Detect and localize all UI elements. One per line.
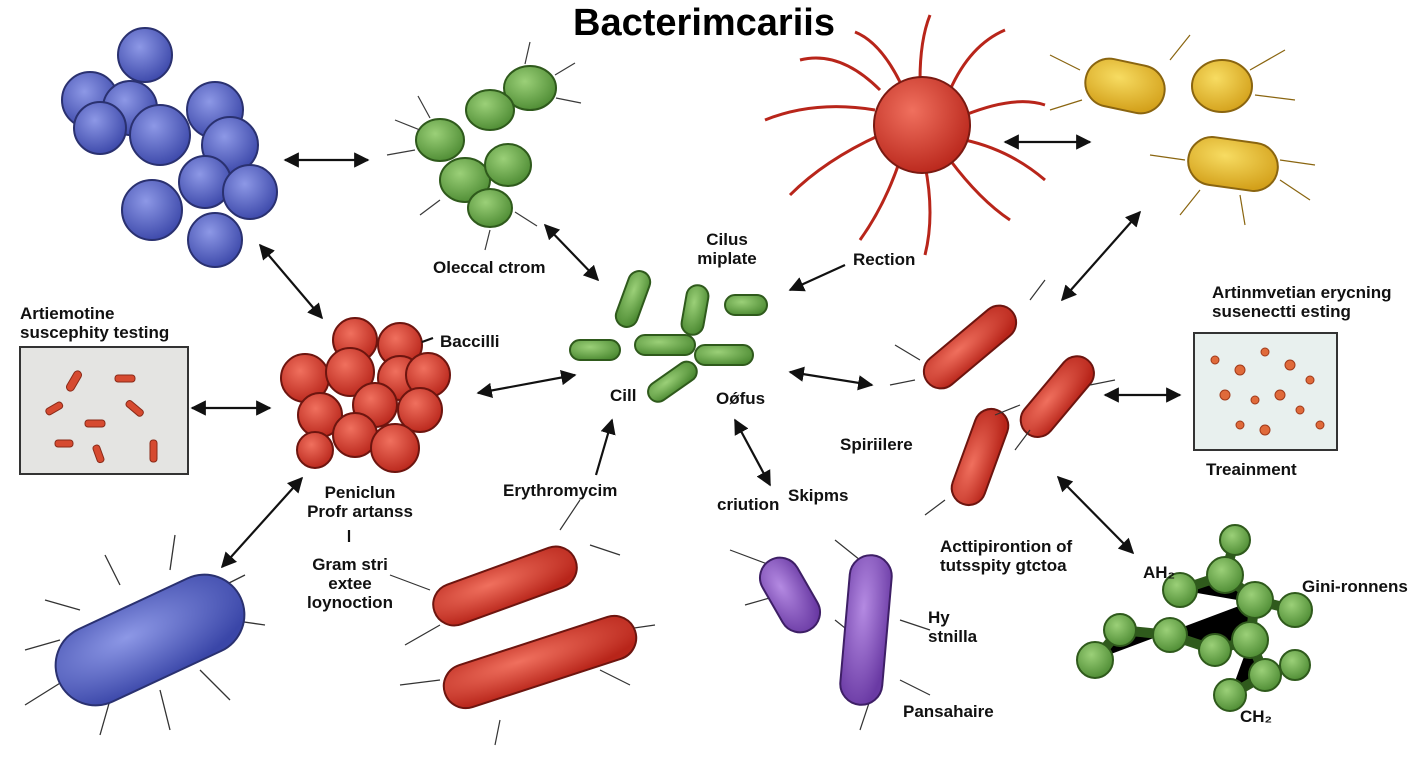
- label-artin-right: Artinmvetian erycning susenectti esting: [1212, 283, 1392, 321]
- label-bacilli: Baccilli: [440, 332, 500, 351]
- green-diplococci-icon: [415, 65, 557, 228]
- blue-cocci-cluster-icon: [61, 27, 278, 268]
- yellow-rods-icon: [1084, 57, 1279, 192]
- arrows: [190, 134, 1182, 569]
- culture-plate-right-icon: [1193, 332, 1338, 451]
- green-molecule-icon: [1076, 524, 1313, 712]
- red-rods-bottom-icon: [389, 499, 656, 746]
- label-peniclun: Peniclun Profr artanss: [307, 483, 413, 521]
- label-treatment: Treainment: [1206, 460, 1297, 479]
- red-spiky-coccus-icon: [764, 14, 1046, 256]
- label-rection: Rection: [853, 250, 916, 269]
- label-artim-left: Artiemotine suscephity testing: [20, 304, 170, 342]
- label-gram: Gram stri extee loynoction: [307, 555, 393, 612]
- label-oleccal: Oleccal ctrom: [433, 258, 546, 277]
- label-skipms: Skipms: [788, 486, 849, 505]
- page-title: Bacterimcariis: [573, 2, 835, 44]
- red-rods-pili-icon: [889, 279, 1116, 516]
- label-ch2: CH₂: [1240, 707, 1273, 726]
- culture-plate-left-icon: [19, 346, 189, 475]
- blue-rod-icon: [24, 534, 266, 736]
- label-ofus: Oǿfus: [716, 389, 766, 408]
- label-erythro: Erythromycim: [503, 481, 618, 500]
- label-cill: Cill: [610, 386, 637, 405]
- label-hy: Hy stnilla: [928, 608, 978, 646]
- purple-spirilla-icon: [729, 539, 931, 731]
- label-gini: Gini-ronnens: [1302, 577, 1408, 596]
- yellow-pili-icon: [1049, 34, 1316, 226]
- green-rods-cluster-icon: [569, 270, 768, 403]
- label-spirilee: Spiriilere: [840, 435, 913, 454]
- label-pansahaire: Pansahaire: [903, 702, 994, 721]
- label-actipiro: Acttipirontion of tutsspity gtctoa: [940, 537, 1073, 575]
- label-cilus: Cilus miplate: [697, 230, 757, 268]
- label-criution: criution: [717, 495, 780, 514]
- green-pili-icon: [386, 41, 582, 251]
- label-ah2: AH₂: [1143, 563, 1176, 582]
- red-rods-right-icon: [922, 304, 1095, 507]
- red-cocci-cluster-icon: [280, 317, 451, 473]
